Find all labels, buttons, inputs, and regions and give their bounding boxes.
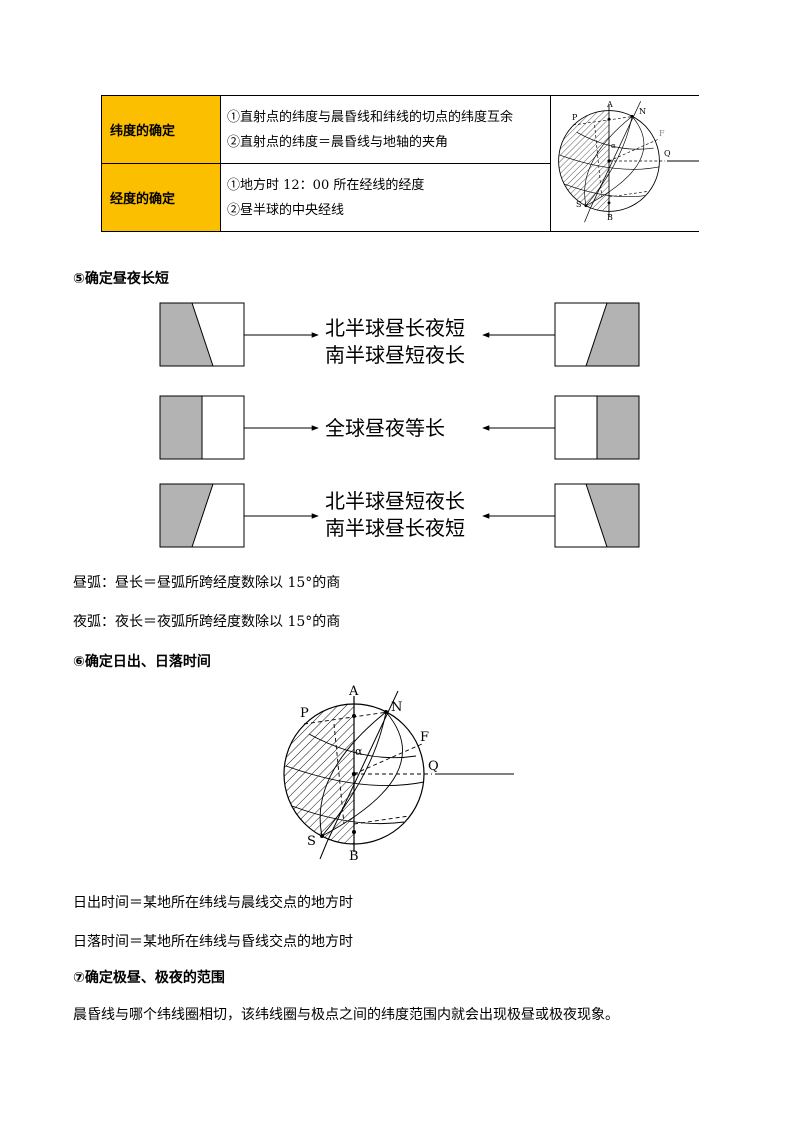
row3-line-2: 南半球昼长夜短 (325, 516, 465, 540)
section7-title: ⑦确定极昼、极夜的范围 (73, 970, 225, 986)
day-arc-text: 昼弧：昼长＝昼弧所跨经度数除以 15°的商 (73, 575, 341, 591)
latitude-line-1: ①直射点的纬度与晨昏线和纬线的切点的纬度互余 (227, 109, 514, 125)
big-label-p: P (300, 706, 309, 721)
longitude-header: 经度的确定 (101, 163, 221, 232)
row1-line-1: 北半球昼长夜短 (325, 316, 465, 340)
row3-line-1: 北半球昼短夜长 (325, 489, 465, 513)
info-table: 纬度的确定 ①直射点的纬度与晨昏线和纬线的切点的纬度互余 ②直射点的纬度＝晨昏线… (101, 95, 703, 232)
label-q: Q (664, 149, 671, 158)
longitude-line-2: ②昼半球的中央经线 (227, 202, 345, 218)
longitude-content: ①地方时 12：00 所在经线的经度 ②昼半球的中央经线 (220, 163, 551, 232)
row2-text: 全球昼夜等长 (325, 416, 445, 440)
box-3-right-shade (585, 483, 640, 548)
big-label-a: A (348, 684, 359, 699)
box-3-left-shade (159, 483, 214, 548)
small-globe-cell: A N P F Q α S B (549, 95, 703, 232)
large-globe-diagram: A N P F Q α S B (283, 684, 514, 864)
big-label-f: F (420, 730, 429, 745)
section7-text: 晨昏线与哪个纬线圈相切，该纬线圈与极点之间的纬度范围内就会出现极昼或极夜现象。 (73, 1007, 619, 1023)
label-alpha: α (611, 142, 616, 150)
day-night-diagram (159, 302, 640, 548)
box-2-right-shade (596, 395, 640, 460)
latitude-header: 纬度的确定 (101, 95, 221, 164)
latitude-content: ①直射点的纬度与晨昏线和纬线的切点的纬度互余 ②直射点的纬度＝晨昏线与地轴的夹角 (220, 95, 551, 164)
label-b: B (607, 213, 613, 222)
longitude-line-1: ①地方时 12：00 所在经线的经度 (227, 177, 425, 193)
night-arc-text: 夜弧：夜长＝夜弧所跨经度数除以 15°的商 (73, 614, 341, 630)
label-f: F (659, 129, 665, 138)
label-s: S (576, 200, 581, 209)
sunrise-text: 日出时间＝某地所在纬线与晨线交点的地方时 (73, 895, 353, 911)
big-label-q: Q (428, 759, 439, 774)
box-2-left-shade (159, 395, 203, 460)
row1-line-2: 南半球昼短夜长 (325, 343, 465, 367)
box-1-left-shade (159, 302, 214, 367)
sunset-text: 日落时间＝某地所在纬线与昏线交点的地方时 (73, 934, 353, 950)
big-label-s: S (307, 834, 316, 849)
big-label-alpha: α (355, 745, 363, 758)
latitude-line-2: ②直射点的纬度＝晨昏线与地轴的夹角 (227, 134, 449, 150)
label-p: P (572, 113, 578, 122)
small-globe-diagram: A N P F Q α S B (558, 100, 703, 223)
big-label-n: N (391, 700, 402, 715)
label-a: A (606, 100, 613, 109)
section6-title: ⑥确定日出、日落时间 (73, 654, 211, 670)
section5-title: ⑤确定昼夜长短 (73, 271, 169, 287)
big-label-b: B (349, 849, 359, 864)
row1-text: 北半球昼长夜短 南半球昼短夜长 (325, 315, 465, 369)
box-1-right-shade (585, 302, 640, 367)
label-n: N (639, 107, 646, 116)
row3-text: 北半球昼短夜长 南半球昼长夜短 (325, 488, 465, 542)
